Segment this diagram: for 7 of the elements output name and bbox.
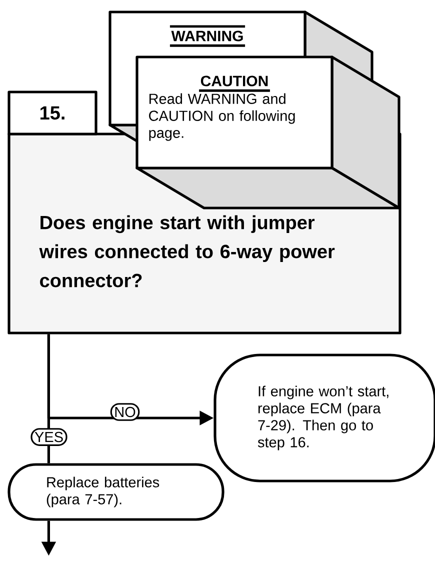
edge-label: YES xyxy=(30,428,68,446)
action-box: Replace batteries (para 7-57). xyxy=(8,463,224,521)
step-number-tab: 15. xyxy=(8,90,98,136)
action-box: If engine won’t start, replace ECM (para 7-29). Then go to step 16. xyxy=(214,354,435,482)
edge-label: NO xyxy=(110,403,140,421)
question-text: Does engine start with jumper wires connected to 6-way power connector? xyxy=(39,215,335,288)
caution-card: CAUTION Read WARNING and CAUTION on following page. xyxy=(136,56,400,210)
